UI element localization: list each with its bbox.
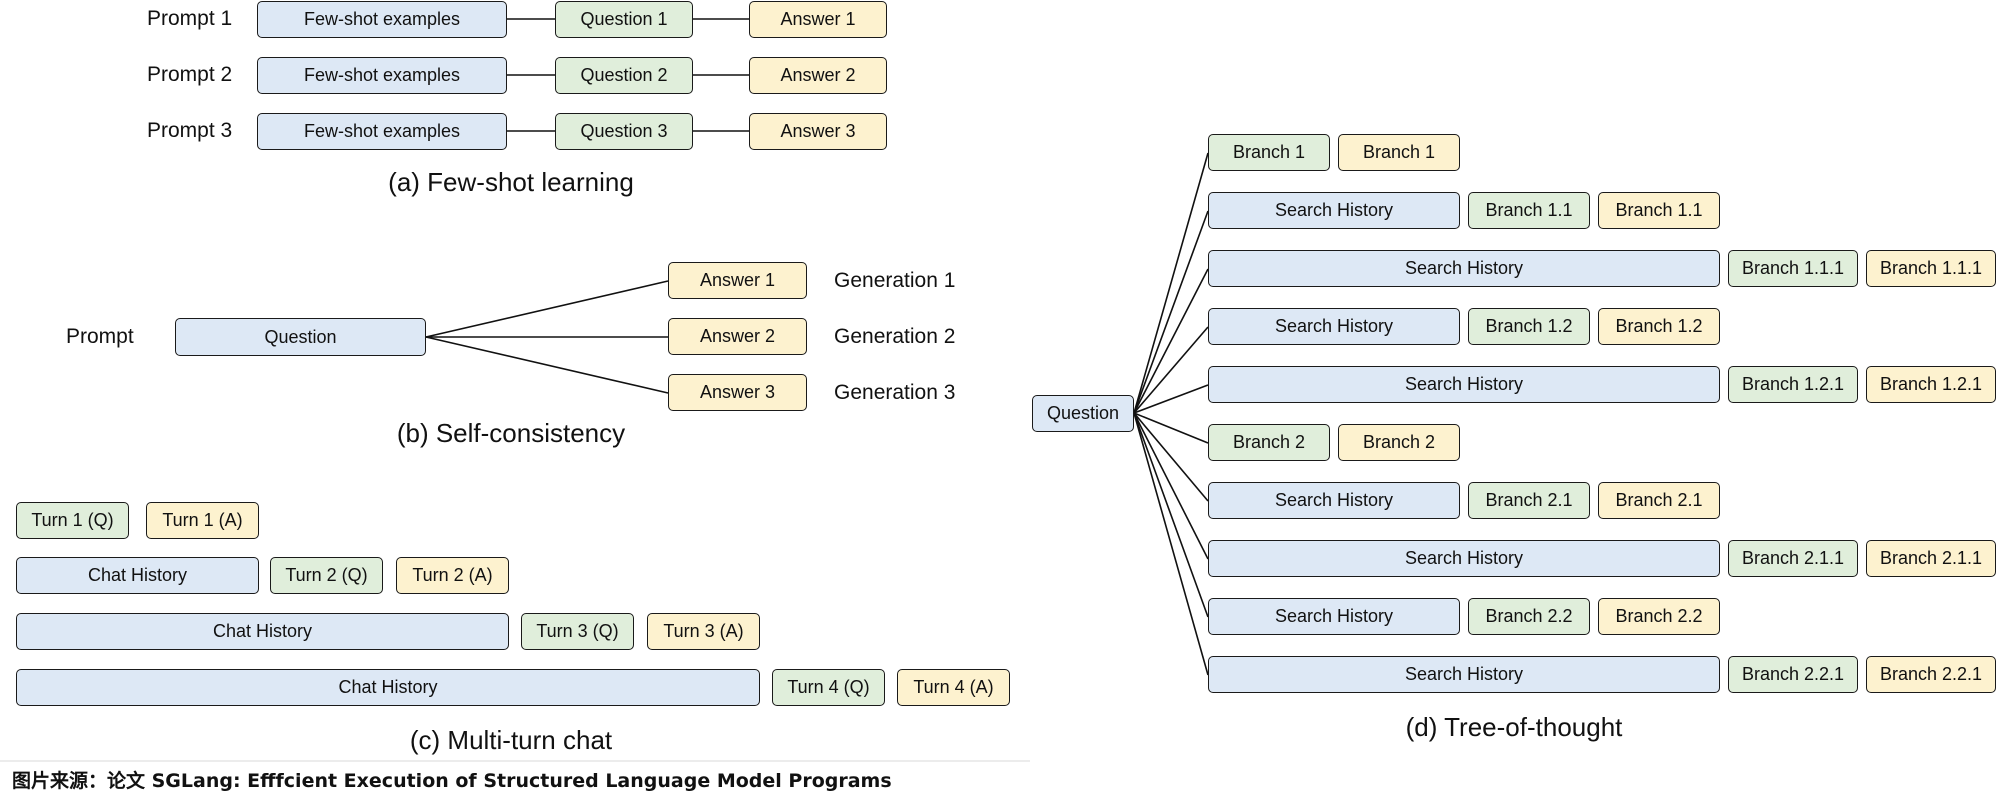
chat-history-box: Chat History xyxy=(16,557,259,594)
search-history-box: Search History xyxy=(1208,308,1460,345)
prompt-label: Prompt 2 xyxy=(147,63,233,86)
branch-green-box: Branch 2.1.1 xyxy=(1728,540,1858,577)
search-history-box: Search History xyxy=(1208,656,1720,693)
caption-tree-of-thought: (d) Tree-of-thought xyxy=(1405,712,1623,742)
generation-label: Generation 3 xyxy=(834,381,956,404)
search-history-box: Search History xyxy=(1208,250,1720,287)
caption-self-consistency: (b) Self-consistency xyxy=(396,418,626,448)
answer-box: Answer 2 xyxy=(668,318,807,355)
question-box: Question xyxy=(175,318,426,356)
branch-yellow-box: Branch 2.2 xyxy=(1598,598,1720,635)
search-history-box: Search History xyxy=(1208,192,1460,229)
turn-answer-box: Turn 4 (A) xyxy=(897,669,1010,706)
few-shot-examples-box: Few-shot examples xyxy=(257,113,507,150)
branch-yellow-box: Branch 1.1.1 xyxy=(1866,250,1996,287)
turn-answer-box: Turn 3 (A) xyxy=(647,613,760,650)
branch-yellow-box: Branch 1.2.1 xyxy=(1866,366,1996,403)
prompt-label: Prompt 1 xyxy=(147,7,233,30)
branch-green-box: Branch 1.2 xyxy=(1468,308,1590,345)
question-box: Question 3 xyxy=(555,113,693,150)
branch-green-box: Branch 2.2.1 xyxy=(1728,656,1858,693)
generation-label: Generation 1 xyxy=(834,269,956,292)
branch-green-box: Branch 1.2.1 xyxy=(1728,366,1858,403)
chat-history-box: Chat History xyxy=(16,669,760,706)
branch-yellow-box: Branch 1.1 xyxy=(1598,192,1720,229)
answer-box: Answer 1 xyxy=(749,1,887,38)
search-history-box: Search History xyxy=(1208,598,1460,635)
source-note: 图片来源：论文 SGLang: Efffcient Execution of S… xyxy=(12,770,892,792)
answer-box: Answer 3 xyxy=(668,374,807,411)
question-box: Question 2 xyxy=(555,57,693,94)
answer-box: Answer 2 xyxy=(749,57,887,94)
search-history-box: Search History xyxy=(1208,540,1720,577)
branch-yellow-box: Branch 2.2.1 xyxy=(1866,656,1996,693)
branch-yellow-box: Branch 1 xyxy=(1338,134,1460,171)
branch-green-box: Branch 1 xyxy=(1208,134,1330,171)
question-box: Question 1 xyxy=(555,1,693,38)
few-shot-examples-box: Few-shot examples xyxy=(257,57,507,94)
branch-green-box: Branch 1.1.1 xyxy=(1728,250,1858,287)
turn-answer-box: Turn 1 (A) xyxy=(146,502,259,539)
branch-yellow-box: Branch 2.1.1 xyxy=(1866,540,1996,577)
prompt-label: Prompt 3 xyxy=(147,119,233,142)
turn-answer-box: Turn 2 (A) xyxy=(396,557,509,594)
branch-green-box: Branch 2 xyxy=(1208,424,1330,461)
branch-green-box: Branch 1.1 xyxy=(1468,192,1590,229)
branch-yellow-box: Branch 1.2 xyxy=(1598,308,1720,345)
branch-yellow-box: Branch 2.1 xyxy=(1598,482,1720,519)
search-history-box: Search History xyxy=(1208,482,1460,519)
answer-box: Answer 3 xyxy=(749,113,887,150)
turn-question-box: Turn 3 (Q) xyxy=(521,613,634,650)
caption-few-shot: (a) Few-shot learning xyxy=(388,167,634,197)
prompt-label: Prompt xyxy=(66,325,134,348)
question-box: Question xyxy=(1032,395,1134,432)
turn-question-box: Turn 4 (Q) xyxy=(772,669,885,706)
generation-label: Generation 2 xyxy=(834,325,956,348)
turn-question-box: Turn 2 (Q) xyxy=(270,557,383,594)
chat-history-box: Chat History xyxy=(16,613,509,650)
answer-box: Answer 1 xyxy=(668,262,807,299)
search-history-box: Search History xyxy=(1208,366,1720,403)
caption-multi-turn: (c) Multi-turn chat xyxy=(409,725,613,755)
branch-green-box: Branch 2.2 xyxy=(1468,598,1590,635)
branch-green-box: Branch 2.1 xyxy=(1468,482,1590,519)
branch-yellow-box: Branch 2 xyxy=(1338,424,1460,461)
turn-question-box: Turn 1 (Q) xyxy=(16,502,129,539)
few-shot-examples-box: Few-shot examples xyxy=(257,1,507,38)
